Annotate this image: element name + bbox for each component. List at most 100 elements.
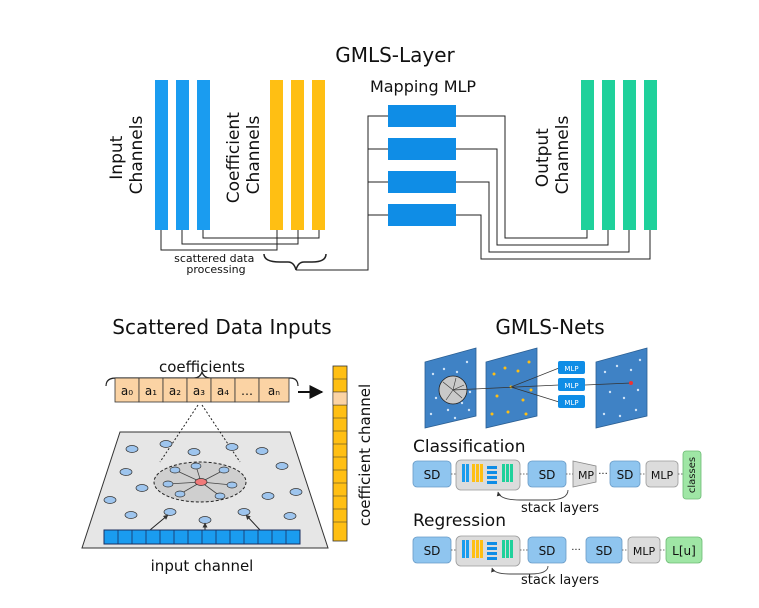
- output-channel-bar: [644, 80, 657, 230]
- mlp-output-connectors: [456, 115, 651, 260]
- coefficient-channels-label: Coefficient Channels: [224, 107, 264, 204]
- coefficient-channel-highlight: [332, 391, 348, 406]
- classification-sd-label: SD: [539, 468, 556, 482]
- regression-stack-label: stack layers: [521, 573, 599, 588]
- regression-sd-label: SD: [539, 544, 556, 558]
- small-mlp-stack: MLP MLP MLP: [558, 361, 585, 408]
- net-panel: [595, 347, 648, 429]
- coefficient-cell-label: a₂: [169, 384, 181, 398]
- coefficient-cell: [210, 377, 236, 403]
- output-channels-label-line2: Channels: [553, 116, 573, 195]
- coefficient-cell: [186, 377, 212, 403]
- mlp-block: [388, 171, 456, 193]
- classification-stack-arrow: [496, 489, 569, 501]
- zoom-line: [201, 404, 241, 463]
- regression-output-label: L[u]: [672, 544, 696, 558]
- classification-pipeline: SD SD MP ··· SD MLP classes stack layers: [412, 450, 702, 516]
- output-channel-bar: [602, 80, 615, 230]
- input-channels-label-line1: Input: [107, 135, 127, 179]
- output-channels-label: Output Channels: [533, 116, 573, 195]
- mlp-block: [388, 204, 456, 226]
- classification-mp-label: MP: [578, 469, 594, 482]
- regression-dots: ···: [571, 545, 581, 556]
- coefficient-cell: [138, 377, 164, 403]
- coefficient-cell-label: …: [241, 384, 253, 398]
- small-mlp-box: [558, 378, 585, 391]
- small-mlp-label: MLP: [564, 365, 578, 373]
- output-channels-label-line1: Output: [533, 128, 553, 187]
- coefficients-title: coefficients: [159, 358, 245, 376]
- coefficient-channels-label-line1: Coefficient: [224, 112, 244, 203]
- coefficient-cell-label: aₙ: [268, 384, 280, 398]
- processing-label-line1: scattered data: [174, 252, 254, 265]
- coefficient-cells: a₀ a₁ a₂ a₃ a₄ … aₙ: [114, 377, 290, 403]
- coefficient-cell: [162, 377, 188, 403]
- gmls-layer-title: GMLS-Layer: [335, 43, 455, 67]
- input-channels: [155, 80, 210, 230]
- mlp-blocks: [388, 105, 456, 226]
- mlp-block: [388, 138, 456, 160]
- scattered-data-title: Scattered Data Inputs: [112, 315, 331, 339]
- coefficient-cell-label: a₀: [121, 384, 133, 398]
- center-point: [194, 478, 208, 486]
- coefficient-channel: [332, 365, 348, 542]
- regression-gmls-layer-thumb: [455, 535, 521, 567]
- coefficient-channel-column: [332, 365, 348, 542]
- classification-mp-box: [572, 460, 597, 488]
- mapping-mlp-label: Mapping MLP: [370, 77, 476, 96]
- regression-output-box: [665, 536, 703, 564]
- classification-mlp-label: MLP: [651, 469, 674, 482]
- classification-classes-box: [682, 450, 702, 500]
- input-channel-label: input channel: [151, 557, 254, 575]
- regression-pipeline: SD SD ··· SD MLP L[u] stack layers: [412, 535, 703, 588]
- classification-sd-label: SD: [424, 468, 441, 482]
- output-channel-bar: [623, 80, 636, 230]
- gmls-nets-panels: [424, 347, 648, 429]
- processing-label: scattered data processing: [174, 252, 258, 276]
- classification-classes-label: classes: [687, 457, 698, 493]
- mlp-input-bus: [296, 115, 388, 271]
- coefficient-channel-label: coefficient channel: [356, 384, 374, 526]
- coefficient-cell: [114, 377, 140, 403]
- processing-brace: [263, 253, 327, 271]
- classification-gmls-layer-thumb: [455, 459, 521, 491]
- small-mlp-box: [558, 395, 585, 408]
- regression-stack-arrow: [491, 565, 549, 575]
- regression-sd-label: SD: [424, 544, 441, 558]
- input-channel-bar: [155, 80, 168, 230]
- coefficient-cell-label: a₄: [217, 384, 229, 398]
- zoom-line: [159, 404, 199, 463]
- scattered-points: [103, 440, 303, 524]
- input-channel-strip: [103, 529, 301, 545]
- input-channel-bar: [197, 80, 210, 230]
- classification-stack-label: stack layers: [521, 501, 599, 516]
- coeff-channel-bar: [270, 80, 283, 230]
- regression-mlp-label: MLP: [633, 545, 656, 558]
- coefficients-brace: [105, 370, 299, 387]
- coeff-channel-bar: [291, 80, 304, 230]
- regression-sd-label: SD: [596, 544, 613, 558]
- gmls-nets-title: GMLS-Nets: [495, 315, 604, 339]
- coefficient-cell-label: a₁: [145, 384, 157, 398]
- classification-title: Classification: [413, 437, 525, 457]
- coefficient-channels: [270, 80, 325, 230]
- small-mlp-label: MLP: [564, 382, 578, 390]
- coeff-channel-bar: [312, 80, 325, 230]
- classification-dots: ···: [598, 469, 608, 480]
- coefficient-channels-label-line2: Channels: [244, 116, 264, 195]
- small-mlp-box: [558, 361, 585, 374]
- regression-title: Regression: [413, 511, 506, 531]
- input-channel-bar: [176, 80, 189, 230]
- coefficient-cell: [258, 377, 290, 403]
- processing-connectors: [160, 230, 320, 251]
- output-node: [629, 381, 633, 385]
- mlp-block: [388, 105, 456, 127]
- small-mlp-label: MLP: [564, 399, 578, 407]
- regression-sd-box: [527, 536, 567, 564]
- output-channel-bar: [581, 80, 594, 230]
- input-channel-arrows: [149, 514, 261, 531]
- classification-sd-label: SD: [617, 468, 634, 482]
- coefficient-cell-label: a₃: [193, 384, 205, 398]
- input-channels-label-line2: Channels: [127, 116, 147, 195]
